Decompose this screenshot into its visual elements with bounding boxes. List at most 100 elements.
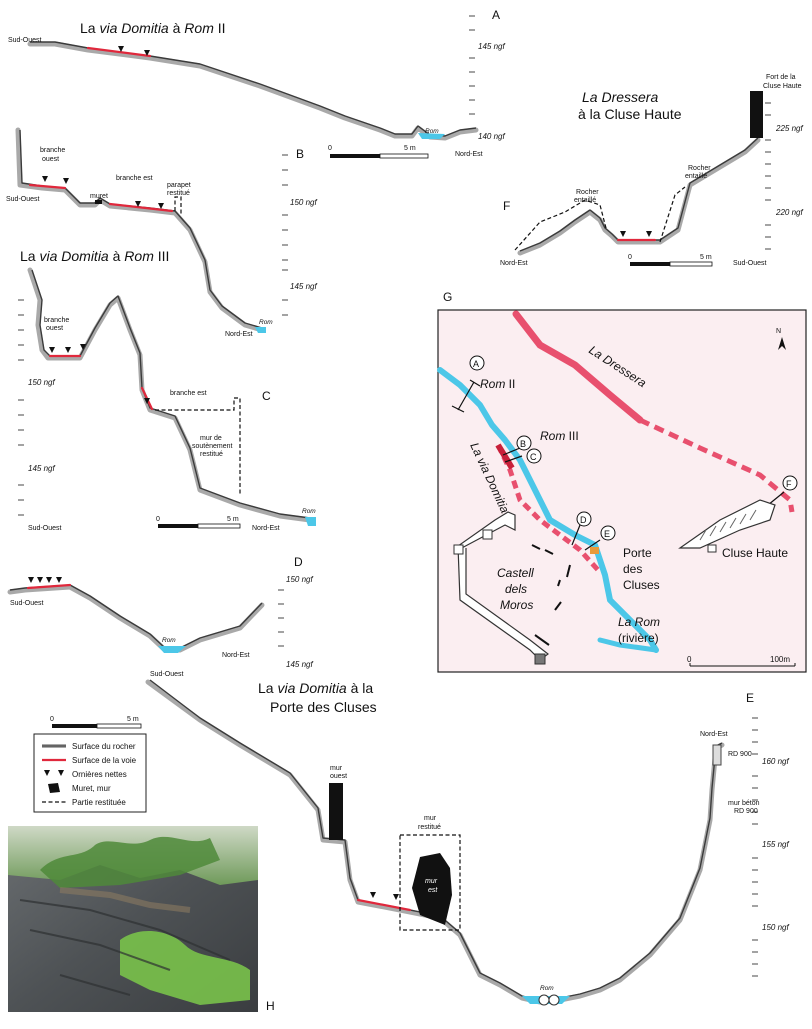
map-marker-d-label: D [580,515,587,525]
bridge-pillar-2 [548,994,560,1006]
scale-e-zero: 0 [50,716,54,723]
rock-line-f [519,137,759,252]
letter-f: F [503,199,510,213]
rock-line-a [30,41,477,137]
map-porte-2: des [623,562,642,576]
mur-soutenement-c [155,397,241,494]
orient-so-c: Sud-Ouest [28,525,62,532]
legend-rock: Surface du rocher [72,742,136,751]
castell-tower-1 [453,544,464,555]
rocher-dash-left [514,199,607,251]
title-dressera-1: La Dressera [582,89,658,105]
legend-ruts-icon [44,770,64,776]
legend-ruts: Ornières nettes [72,770,127,779]
mur-beton-2: RD 900 [734,808,758,815]
rocher-f-3: Rocher [688,165,711,172]
legend-wall: Muret, mur [72,784,111,793]
fort-1: Fort de la [766,74,796,81]
rom-d: Rom [162,637,176,644]
ruts-c [49,344,150,404]
scale-c-five: 5 m [227,516,239,523]
map-river-1: La Rom [618,615,660,629]
rom-e: Rom [540,985,554,992]
north-arrow-icon [778,337,786,350]
ngf-e2: 155 ngf [762,840,789,849]
letter-g: G [443,290,452,304]
profile-d: Sud-Ouest Nord-Est Rom D 150 ngf 145 ngf [7,555,313,669]
letter-a: A [492,8,500,22]
castell-tower-3 [534,653,546,665]
rd900-label: RD 900 [728,751,752,758]
map-porte-1: Porte [623,546,652,560]
map-river-2: (rivière) [618,631,659,645]
scalebar-c [158,523,241,529]
ngf-scale-d [278,589,284,647]
orient-ne-f: Nord-Est [500,260,528,267]
rock-line-e [149,679,723,1001]
water-d [158,646,186,653]
mur-beton-1: mur béton [728,800,760,807]
map-marker-a [469,355,485,371]
mur-ouest-2: ouest [330,773,347,780]
road-c [48,354,154,411]
rock-line-c [31,269,311,519]
rock-surface-a [27,41,479,141]
road-a [86,46,152,58]
map-castell-1: Castell [497,566,534,580]
map-marker-d [576,511,592,527]
title-porte-1: La via Domitia à la [258,680,373,696]
map-marker-b [516,435,532,451]
map-rom2-label: Rom II [480,377,515,391]
rock-surface-c [27,267,313,523]
profile-c: La via Domitia à Rom III branche ouest b… [18,248,316,532]
water-a [418,133,445,139]
ruts-e [370,892,399,900]
legend: Surface du rocher Surface de la voie Orn… [33,733,147,813]
ngf-c1: 150 ngf [28,378,55,387]
fort-block [750,91,763,138]
orient-ne-a: Nord-Est [455,151,483,158]
map-scale-hundred: 100m [770,655,790,664]
rom-b: Rom [259,319,273,326]
legend-restored: Partie restituée [72,798,126,807]
letter-e: E [746,691,754,705]
mur-est-1: mur [425,878,438,885]
map-marker-f [782,475,798,491]
scale-f-zero: 0 [628,254,632,261]
branche-est-b: branche est [116,175,153,182]
map-marker-c-label: C [530,452,537,462]
ngf-scale-c [18,299,24,516]
via-domitia-solid [495,443,515,470]
branche-ouest-c-1: branche [44,317,69,324]
map-section-markers [451,379,785,551]
muret-b [95,200,102,204]
river-rom-lower [597,637,659,653]
road-b [28,183,174,213]
map-marker-f-label: F [786,479,792,489]
cluse-haute-hatch [699,509,757,541]
orient-ne-d: Nord-Est [222,652,250,659]
map-porte-3: Cluses [623,578,660,592]
rd900-wall [712,744,722,766]
ngf-scale-e [752,717,758,977]
map-marker-e [600,525,616,541]
dressera-path [512,310,644,424]
ngf-scale-b [282,154,288,316]
parapet-label-1: parapet [167,182,191,189]
orient-so-f: Sud-Ouest [733,260,767,267]
mur-sout-1: mur de [200,435,222,442]
rock-surface-b [15,127,265,333]
scale-e-five: 5 m [127,716,139,723]
rom-a: Rom [425,128,439,135]
profile-b: branche ouest branche est muret parapet … [6,127,317,338]
porte-marker [590,547,599,554]
castell-walls [531,544,571,646]
rocher-f-4: entaillé [685,173,707,180]
ngf-e3: 150 ngf [762,923,789,932]
branche-est-c: branche est [170,390,207,397]
castell-tower-2 [482,529,493,540]
map-rom3-label: Rom III [540,429,579,443]
map-scalebar [689,663,796,667]
scalebar-f [630,261,713,267]
